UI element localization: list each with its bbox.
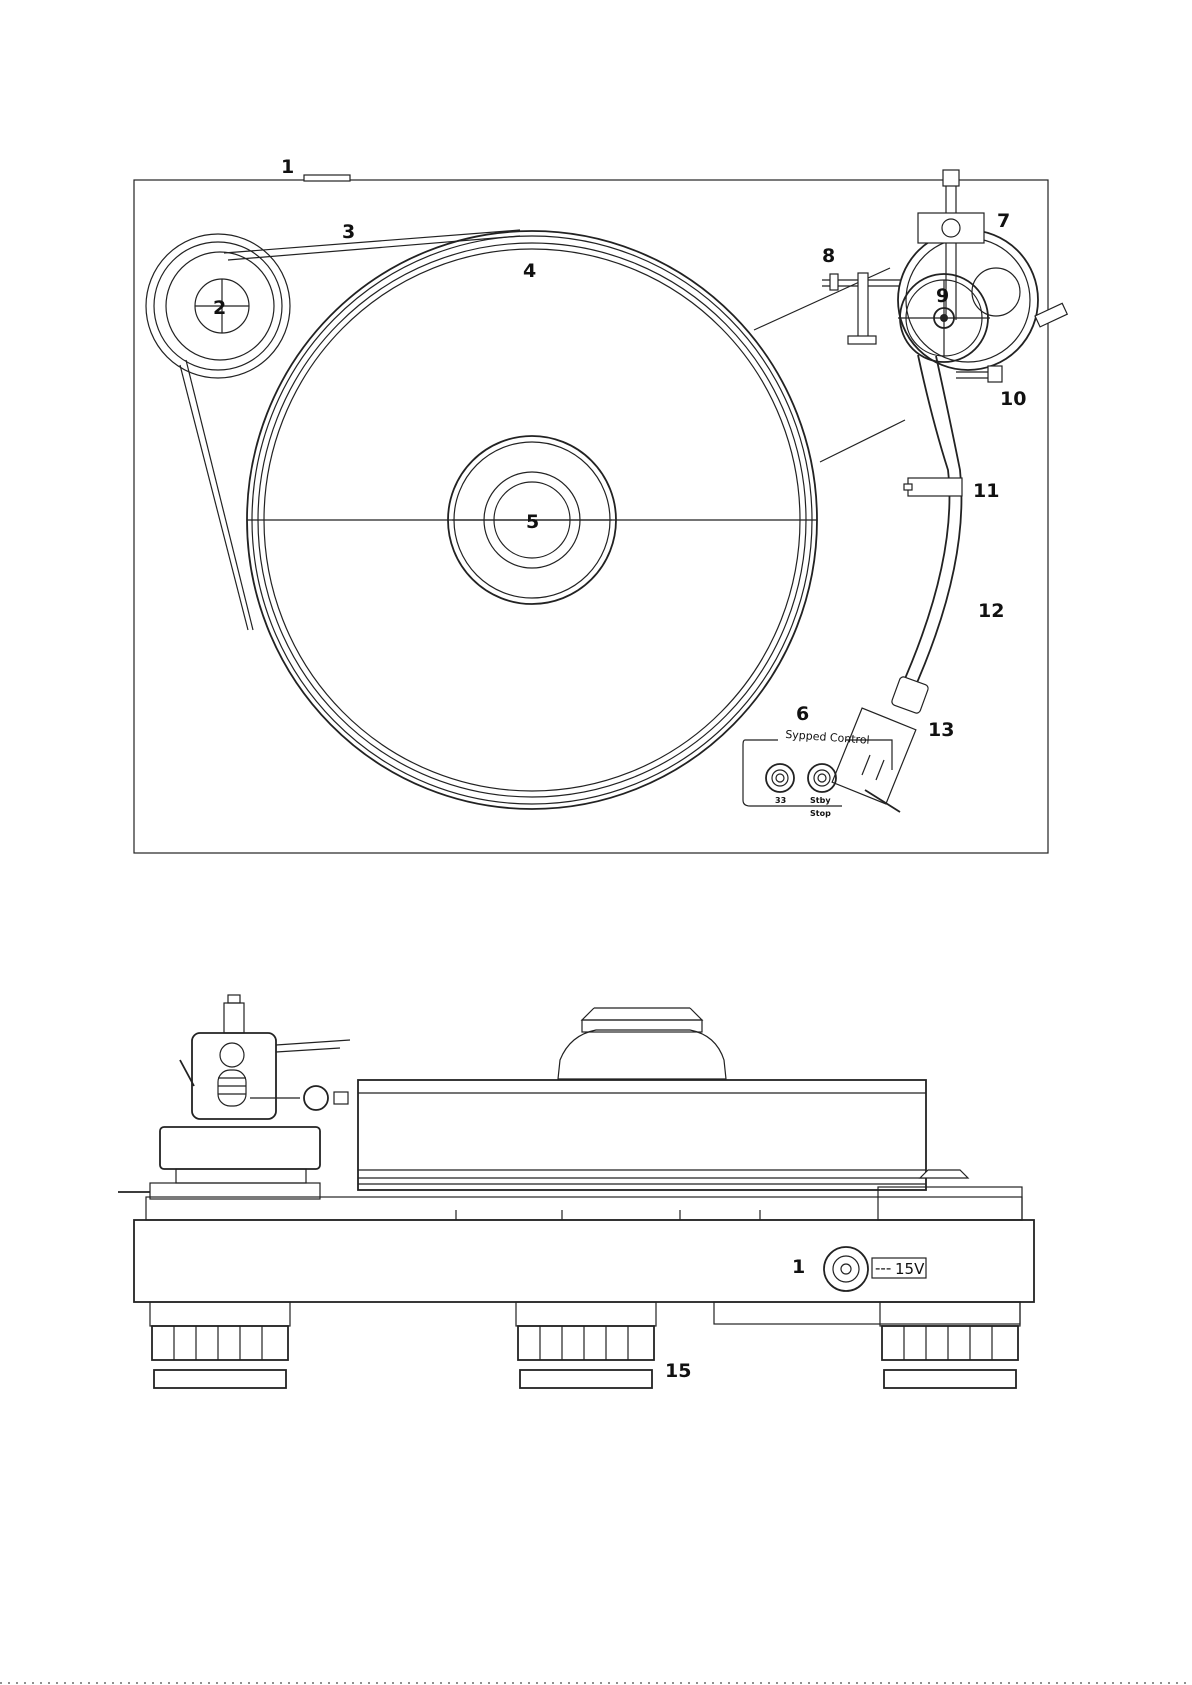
clamp-side	[558, 1030, 726, 1079]
callout-12: 12	[978, 600, 1004, 622]
top-view: Sypped Control 33 Stby Stop 1 2 3 4 5 6 …	[134, 156, 1067, 853]
foot-right	[880, 1302, 1020, 1388]
side-view: --- 15V	[118, 995, 1034, 1388]
callout-13: 13	[928, 719, 954, 741]
speed-button-33[interactable]	[766, 764, 794, 792]
callout-11: 11	[973, 480, 999, 502]
callout-1-top: 1	[281, 156, 294, 178]
top-plate	[146, 1197, 1022, 1220]
plinth-outline-top	[134, 180, 1048, 853]
callout-4: 4	[523, 260, 536, 282]
callout-9: 9	[936, 285, 949, 307]
standby-label: Stby	[810, 796, 831, 805]
callout-3: 3	[342, 221, 355, 243]
callout-5: 5	[526, 511, 539, 533]
speed-33-label: 33	[775, 796, 786, 805]
dc-symbol: ---	[875, 1259, 891, 1277]
counterweight	[918, 170, 984, 320]
tonearm-base	[898, 230, 1067, 370]
drive-belt	[180, 230, 520, 630]
callout-2: 2	[213, 297, 226, 319]
stop-label: Stop	[810, 809, 831, 818]
tonearm-wand	[900, 355, 962, 694]
antiskate-thread-lower	[820, 420, 905, 462]
platter-side	[358, 1080, 926, 1190]
standby-button[interactable]	[808, 764, 836, 792]
callout-1-side: 1	[792, 1256, 805, 1278]
antiskate-rod	[822, 273, 900, 344]
power-socket-tab	[304, 175, 350, 181]
voltage-label: 15V	[895, 1260, 925, 1278]
antiskate-thread	[754, 268, 890, 330]
motor-housing	[878, 1187, 1022, 1220]
tonearm-side	[118, 995, 350, 1199]
callout-15: 15	[665, 1360, 691, 1382]
callout-10: 10	[1000, 388, 1026, 410]
callout-7: 7	[997, 210, 1010, 232]
plinth-lower-panel	[714, 1302, 1020, 1324]
foot-left	[150, 1302, 290, 1388]
foot-center	[516, 1302, 656, 1388]
power-socket-side[interactable]	[824, 1247, 868, 1291]
callout-8: 8	[822, 245, 835, 267]
callout-6: 6	[796, 703, 809, 725]
